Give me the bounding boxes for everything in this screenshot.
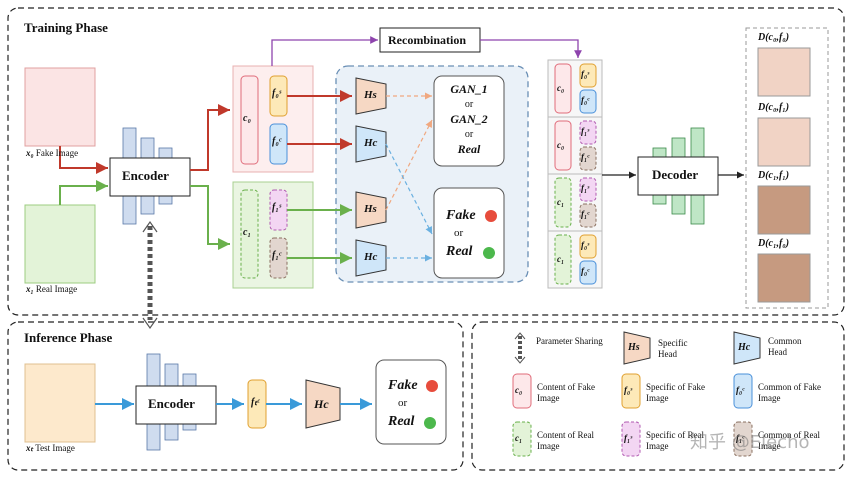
smile-icon-inference xyxy=(424,417,436,429)
decoder-label: Decoder xyxy=(652,167,699,182)
c1-block xyxy=(240,189,259,279)
output-label-0: D(c₀,f₀) xyxy=(758,32,790,43)
c1-label: c₁ xyxy=(243,227,251,238)
legend-common-fake: Common of Fake Image xyxy=(758,382,821,403)
c0-label: c₀ xyxy=(243,113,251,124)
legend-specific-real: Specific of Real Image xyxy=(646,430,704,451)
hc-label-top: Hc xyxy=(364,137,378,149)
legend-specific-head: Specific Head xyxy=(658,338,688,359)
legend-content-real: Content of Real Image xyxy=(537,430,594,451)
training-phase-title: Training Phase xyxy=(24,20,108,35)
output-label-2: D(c₁,f₁) xyxy=(758,170,790,181)
arrow-real-to-encoder xyxy=(59,180,108,205)
fake-image-caption: x₀ Fake Image xyxy=(26,148,79,158)
decision-fake: Fake xyxy=(446,208,476,223)
f1s-label: f₁ˢ xyxy=(272,202,282,213)
arrow-encoder-to-fake-features xyxy=(190,104,230,171)
hs-label-bottom: Hs xyxy=(364,203,377,215)
devil-icon xyxy=(485,210,497,222)
output-label-1: D(c₀,f₁) xyxy=(758,102,790,113)
encoder-label: Encoder xyxy=(122,168,169,183)
watermark: 知乎 @Elecho xyxy=(690,432,810,453)
hc-head-inference xyxy=(305,379,341,429)
hs-head-bottom xyxy=(355,191,387,229)
test-image-frame xyxy=(24,363,96,443)
decoder-box xyxy=(637,156,719,196)
f1c-label: f₁ᶜ xyxy=(272,250,282,261)
legend-common-head: Common Head xyxy=(768,336,802,357)
gan-output-box xyxy=(433,75,505,167)
decision-real: Real xyxy=(446,244,473,259)
hc-label-inference: Hc xyxy=(314,397,329,411)
recombined-stack xyxy=(547,59,603,289)
c0-block xyxy=(240,75,259,165)
ftc-label: fₜᶜ xyxy=(251,397,260,408)
inference-phase-title: Inference Phase xyxy=(24,330,113,345)
gan-output-text: GAN_1 or GAN_2 or Real xyxy=(450,82,488,156)
devil-icon-inference xyxy=(426,380,438,392)
legend-param-sharing: Parameter Sharing xyxy=(536,336,603,346)
arrow-encoder-to-real-features xyxy=(190,185,230,250)
output-label-3: D(c₁,f₀) xyxy=(758,238,790,249)
smile-icon xyxy=(483,247,495,259)
inference-real: Real xyxy=(388,414,415,429)
real-image-caption: x₁ Real Image xyxy=(26,284,78,294)
legend-content-fake: Content of Fake Image xyxy=(537,382,595,403)
encoder-box xyxy=(109,157,191,197)
hc-head-bottom xyxy=(355,239,387,277)
arrow-fake-to-encoder xyxy=(59,146,108,174)
legend-common-real: Common of Real Image xyxy=(758,430,820,451)
hc-head-top xyxy=(355,125,387,163)
fake-image-frame xyxy=(24,67,96,147)
hc-label-bottom: Hc xyxy=(364,251,378,263)
inference-phase-frame xyxy=(7,321,464,471)
encoder-label-inference: Encoder xyxy=(148,396,195,411)
inference-fake: Fake xyxy=(388,378,418,393)
real-image-frame xyxy=(24,204,96,284)
f0s-label: f₀ˢ xyxy=(272,88,282,99)
training-phase-frame xyxy=(7,7,845,316)
legend-frame xyxy=(471,321,845,471)
hs-head-top xyxy=(355,77,387,115)
legend-specific-fake: Specific of Fake Image xyxy=(646,382,705,403)
f0c-label: f₀ᶜ xyxy=(272,136,282,147)
test-image-caption: xₜ Test Image xyxy=(26,443,75,453)
hs-label-top: Hs xyxy=(364,89,377,101)
recombination-label: Recombination xyxy=(388,33,466,47)
output-region xyxy=(745,27,829,309)
inference-decision-box xyxy=(375,359,447,445)
decision-output-box xyxy=(433,187,505,279)
